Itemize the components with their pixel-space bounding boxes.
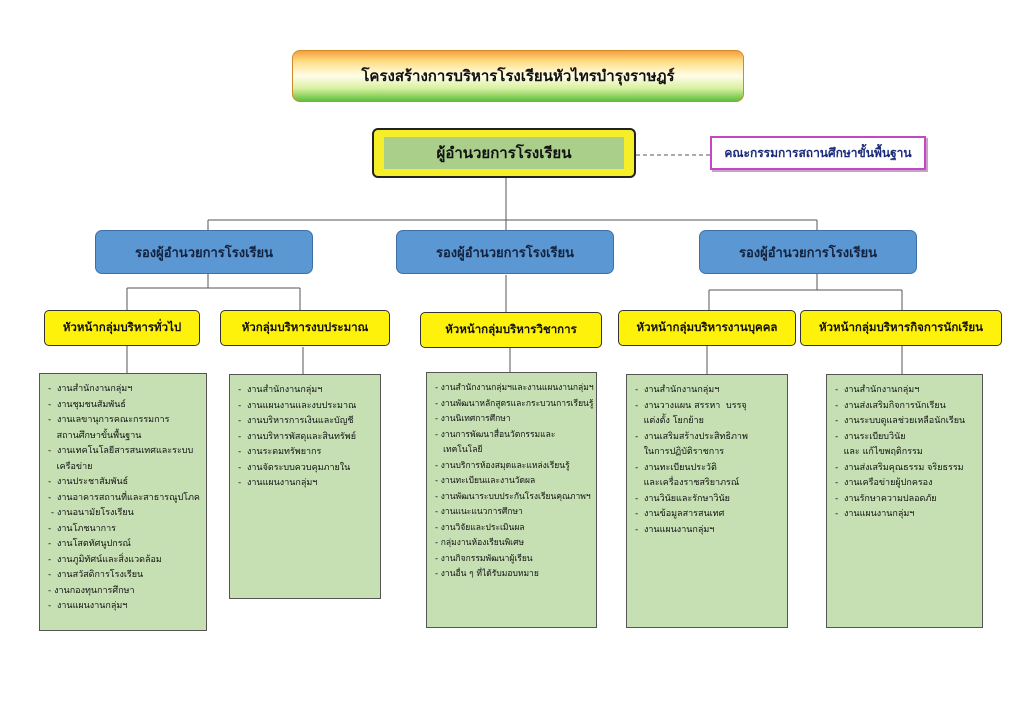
task-item: - กลุ่มงานห้องเรียนพิเศษ — [435, 538, 525, 548]
task-item: - งานบริการห้องสมุดและแหล่งเรียนรู้ — [435, 460, 570, 471]
head-box-student-affairs: หัวหน้ากลุ่มบริหารกิจการนักเรียน — [800, 310, 1002, 346]
task-item: - งานสำนักงานกลุ่มฯ — [635, 385, 720, 395]
task-item: - งานอาคารสถานที่และสาธารณูปโภค — [48, 492, 200, 503]
task-item: - งานระเบียบวินัย — [835, 431, 906, 442]
deputy-box-2: รองผู้อำนวยการโรงเรียน — [396, 230, 614, 274]
task-item: - งานสำนักงานกลุ่มฯ — [48, 384, 133, 394]
task-item: - งานสวัสดิการโรงเรียน — [48, 570, 144, 580]
task-list: - งานสำนักงานกลุ่มฯ - งานแผนงานและงบประมา… — [238, 383, 374, 492]
task-item: เทคโนโลยี — [435, 445, 483, 455]
task-item: - งานแนะแนวการศึกษา — [435, 507, 523, 517]
task-item: - งานแผนงานกลุ่มฯ — [48, 601, 128, 611]
task-item: - งานแผนงานกลุ่มฯ — [835, 509, 915, 519]
task-item: และเครื่องราชสริยาภรณ์ — [635, 478, 740, 488]
task-item: - งานเครือข่ายผู้ปกครอง — [835, 478, 933, 488]
task-item: - งานโภชนาการ — [48, 523, 116, 534]
task-item: - งานอื่น ๆ ที่ได้รับมอบหมาย — [435, 569, 539, 579]
tasks-box-student-affairs: - งานสำนักงานกลุ่มฯ - งานส่งเสริมกิจการนั… — [826, 374, 983, 628]
head-box-budget: หัวกลุ่มบริหารงบประมาณ — [220, 310, 390, 346]
task-list: - งานสำนักงานกลุ่มฯ - งานวางแผน สรรหา บรร… — [635, 383, 781, 538]
task-item: - งานจัดระบบควบคุมภายใน — [238, 462, 351, 473]
board-box: คณะกรรมการสถานศึกษาขั้นพื้นฐาน — [710, 136, 926, 170]
task-item: - งานแผนงานและงบประมาณ — [238, 400, 357, 411]
task-item: - งานนิเทศการศึกษา — [435, 414, 511, 424]
task-item: - งานทะเบียนและงานวัดผล — [435, 476, 536, 486]
task-item: - งานรักษาความปลอดภัย — [835, 493, 937, 504]
task-list: - งานสำนักงานกลุ่มฯ - งานส่งเสริมกิจการนั… — [835, 383, 976, 523]
task-item: - งานทะเบียนประวัติ — [635, 462, 717, 473]
task-item: - งานบริหารพัสดุและสินทรัพย์ — [238, 431, 356, 442]
task-item: - งานกองทุนการศึกษา — [48, 585, 135, 596]
task-item: - งานกิจกรรมพัฒนาผู้เรียน — [435, 553, 533, 564]
task-item: - งานสำนักงานกลุ่มฯ — [835, 385, 920, 395]
task-item: - งานบริหารการเงินและบัญชี — [238, 416, 354, 426]
chart-title: โครงสร้างการบริหารโรงเรียนหัวไทรบำรุงราษ… — [292, 50, 744, 102]
task-item: - งานระบบดูแลช่วยเหลือนักเรียน — [835, 416, 966, 426]
task-item: แต่งตั้ง โยกย้าย — [635, 416, 704, 426]
task-item: - งานพัฒนาหลักสูตรและกระบวนการเรียนรู้ — [435, 398, 594, 409]
head-box-personnel: หัวหน้ากลุ่มบริหารงานบุคคล — [618, 310, 796, 346]
task-item: - งานวิจัยและประเมินผล — [435, 522, 525, 533]
task-item: - งานแผนงานกลุ่มฯ — [238, 478, 318, 488]
director-label: ผู้อำนวยการโรงเรียน — [384, 137, 624, 169]
deputy-box-3: รองผู้อำนวยการโรงเรียน — [699, 230, 917, 274]
task-item: - งานชุมชนสัมพันธ์ — [48, 399, 126, 410]
task-item: - งานเสริมสร้างประสิทธิภาพ — [635, 431, 748, 442]
task-item: - งานวินัยและรักษาวินัย — [635, 493, 730, 504]
task-item: สถานศึกษาขั้นพื้นฐาน — [48, 430, 142, 441]
task-item: - งานพัฒนาระบบประกันโรงเรียนคุณภาพฯ — [435, 491, 591, 502]
deputy-box-1: รองผู้อำนวยการโรงเรียน — [95, 230, 313, 274]
task-item: - งานสำนักงานกลุ่มฯและงานแผนงานกลุ่มฯ — [435, 383, 594, 393]
tasks-box-budget: - งานสำนักงานกลุ่มฯ - งานแผนงานและงบประมา… — [229, 374, 381, 599]
task-item: - งานวางแผน สรรหา บรรจุ — [635, 400, 747, 411]
task-item: - งานอนามัยโรงเรียน — [48, 508, 134, 518]
task-item: - งานระดมทรัพยากร — [238, 447, 322, 457]
tasks-box-general: - งานสำนักงานกลุ่มฯ - งานชุมชนสัมพันธ์ - ง… — [39, 373, 207, 631]
task-item: - งานเลขานุการคณะกรรมการ — [48, 415, 170, 425]
task-item: เครือข่าย — [48, 461, 93, 472]
task-item: - งานแผนงานกลุ่มฯ — [635, 524, 715, 535]
head-box-academic: หัวหน้ากลุ่มบริหารวิชาการ — [420, 312, 602, 348]
task-list: - งานสำนักงานกลุ่มฯและงานแผนงานกลุ่มฯ - ง… — [435, 381, 594, 583]
task-item: - งานภูมิทัศน์และสิ่งแวดล้อม — [48, 554, 162, 565]
task-item: - งานข้อมูลสารสนเทศ — [635, 509, 725, 519]
director-box: ผู้อำนวยการโรงเรียน — [372, 128, 636, 178]
task-item: - งานส่งเสริมกิจการนักเรียน — [835, 400, 946, 411]
task-item: - งานประชาสัมพันธ์ — [48, 477, 129, 487]
task-item: - งานสำนักงานกลุ่มฯ — [238, 385, 323, 395]
task-list: - งานสำนักงานกลุ่มฯ - งานชุมชนสัมพันธ์ - ง… — [48, 382, 200, 615]
task-item: - งานการพัฒนาสื่อนวัตกรรมและ — [435, 429, 556, 440]
head-box-general: หัวหน้ากลุ่มบริหารทั่วไป — [44, 310, 200, 346]
task-item: - งานเทคโนโลยีสารสนเทศและระบบ — [48, 446, 194, 456]
tasks-box-academic: - งานสำนักงานกลุ่มฯและงานแผนงานกลุ่มฯ - ง… — [426, 372, 597, 628]
task-item: และ แก้ไขพฤติกรรม — [835, 447, 923, 457]
task-item: - งานโสตทัศนูปกรณ์ — [48, 539, 131, 549]
tasks-box-personnel: - งานสำนักงานกลุ่มฯ - งานวางแผน สรรหา บรร… — [626, 374, 788, 628]
task-item: ในการปฏิบัติราชการ — [635, 447, 725, 457]
task-item: - งานส่งเสริมคุณธรรม จริยธรรม — [835, 462, 964, 473]
